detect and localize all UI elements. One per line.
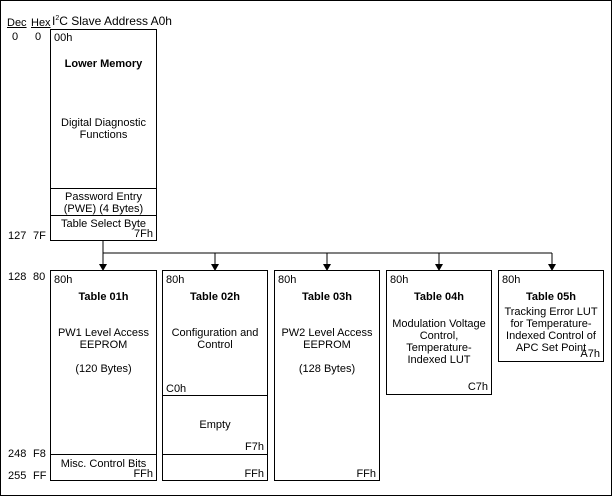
table-select-label: Table Select Byte	[61, 218, 146, 230]
table-02h-block: 80h Table 02h Configuration and Control …	[162, 270, 268, 481]
hex-label: F8	[33, 448, 46, 460]
hex-label: 7F	[33, 230, 46, 242]
i2c-address-header: I2C Slave Address A0h	[52, 14, 172, 28]
dec-header: Dec	[7, 17, 27, 29]
table-description: Modulation Voltage Control, Temperature-…	[392, 318, 486, 366]
pwe-label: Password Entry (PWE) (4 Bytes)	[63, 191, 144, 215]
table-end-address: FFh	[133, 468, 153, 480]
table-description: PW1 Level Access EEPROM	[57, 327, 150, 351]
table-size-note: (120 Bytes)	[75, 363, 132, 375]
table-description: PW2 Level Access EEPROM	[281, 327, 373, 351]
table-description: Configuration and Control	[171, 327, 259, 351]
table-title: Table 04h	[414, 291, 464, 303]
table-start-address: 80h	[390, 274, 409, 286]
dec-label: 255	[8, 470, 27, 482]
lower-memory-description: Digital Diagnostic Functions	[61, 117, 146, 141]
table-04h-block: 80h Table 04h Modulation Voltage Control…	[386, 270, 492, 395]
empty-region-label: Empty	[199, 419, 231, 431]
hex-label: 0	[35, 31, 42, 43]
table-end-address: FFh	[356, 468, 376, 480]
table-select-end-address: 7Fh	[134, 228, 153, 240]
table-end-address: FFh	[244, 468, 264, 480]
misc-control-bits-label: Misc. Control Bits	[60, 458, 147, 470]
table-title: Table 01h	[78, 291, 129, 303]
empty-end-address: F7h	[245, 441, 264, 453]
table-size-note: (128 Bytes)	[298, 363, 356, 375]
table-03h-block: 80h Table 03h PW2 Level Access EEPROM (1…	[274, 270, 380, 481]
dec-label: 0	[12, 31, 19, 43]
table-start-address: 80h	[54, 274, 73, 286]
table-end-address: A7h	[580, 348, 600, 360]
dec-label: 248	[8, 448, 27, 460]
table-title: Table 02h	[190, 291, 240, 303]
hex-label: 80	[33, 271, 46, 283]
dec-label: 128	[8, 271, 27, 283]
table-title: Table 03h	[302, 291, 352, 303]
hex-label: FF	[33, 470, 47, 482]
table-05h-block: 80h Table 05h Tracking Error LUT for Tem…	[498, 270, 604, 362]
table-01h-block: 80h Table 01h PW1 Level Access EEPROM (1…	[50, 270, 157, 481]
table-title: Table 05h	[526, 291, 576, 303]
table-start-address: 80h	[166, 274, 185, 286]
table-mid-address: C0h	[166, 383, 187, 395]
lower-start-address: 00h	[54, 32, 73, 44]
table-end-address: C7h	[467, 381, 488, 393]
lower-memory-block: 00h Lower Memory Digital Diagnostic Func…	[50, 29, 157, 241]
table-start-address: 80h	[502, 274, 521, 286]
table-start-address: 80h	[278, 274, 297, 286]
dec-label: 127	[8, 230, 27, 242]
hex-header: Hex	[31, 17, 51, 29]
lower-memory-title: Lower Memory	[64, 58, 143, 70]
table-description: Tracking Error LUT for Temperature-Index…	[504, 306, 598, 354]
